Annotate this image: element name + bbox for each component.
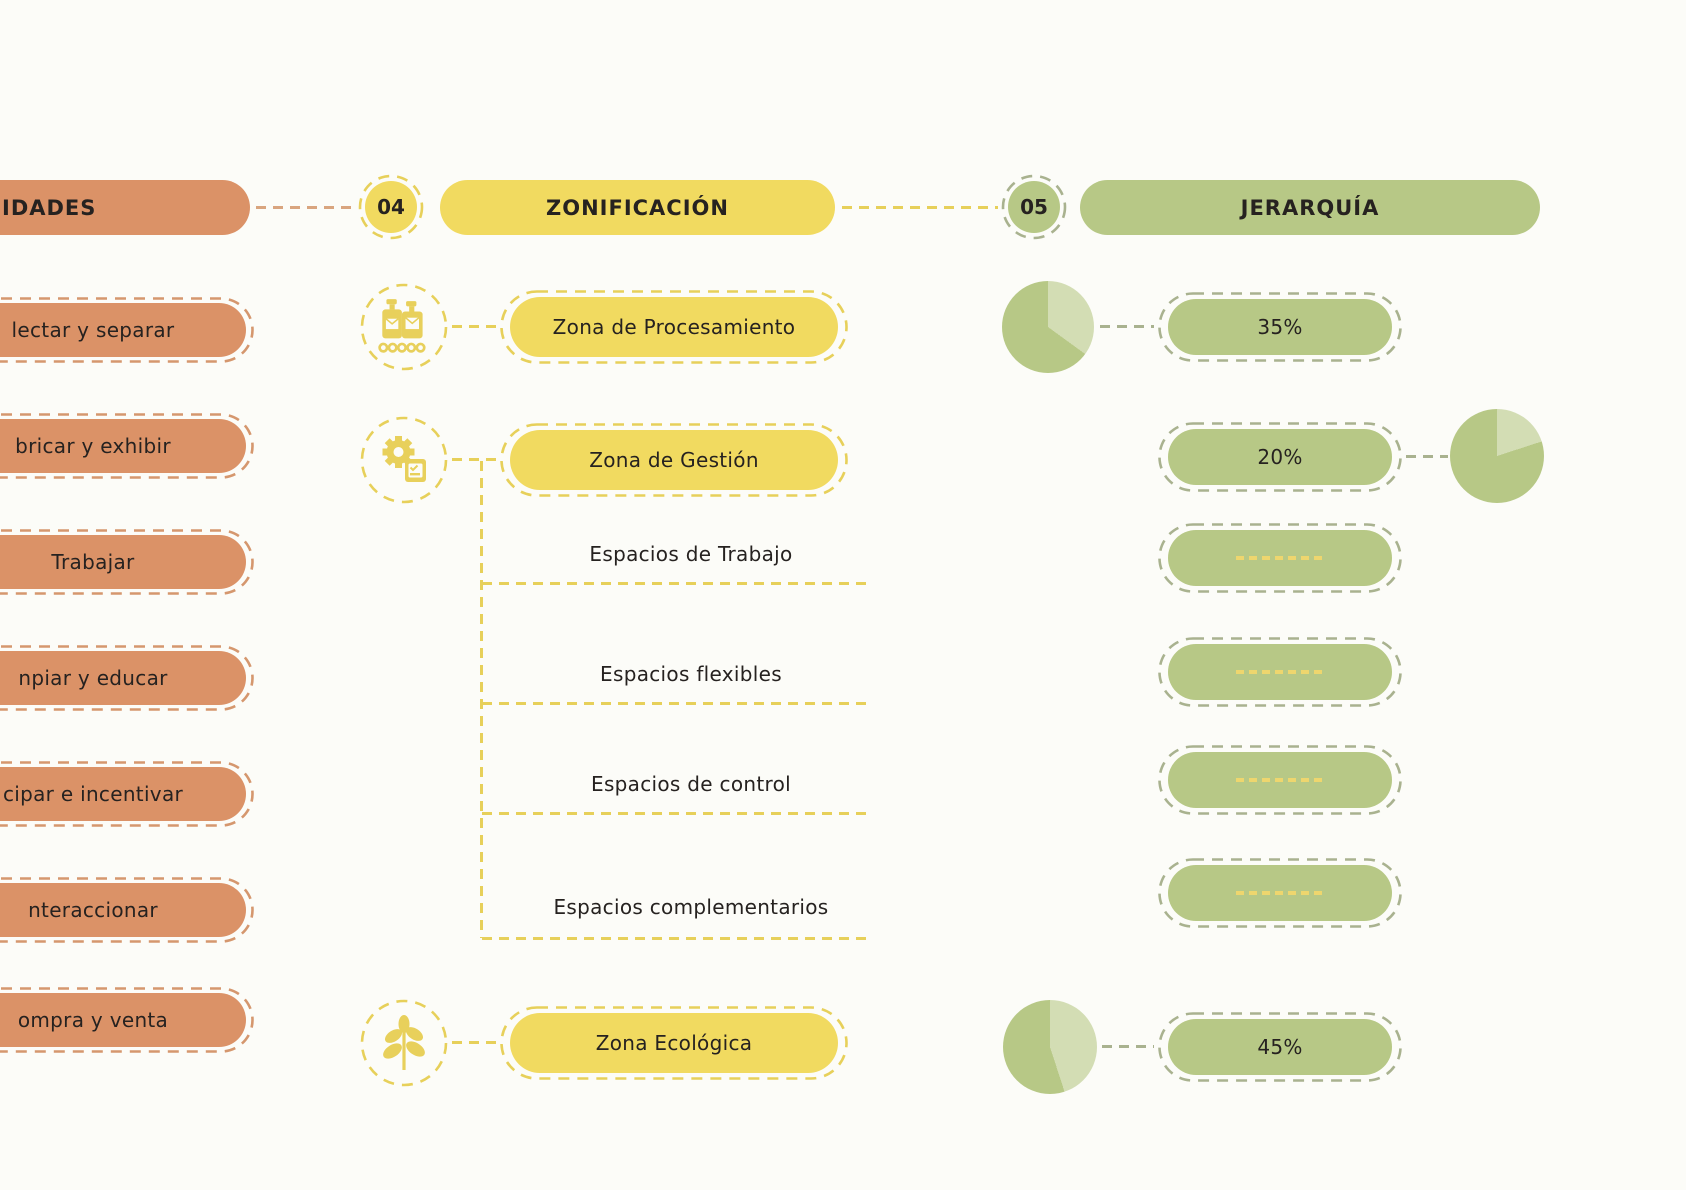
zone-label: Zona Ecológica	[595, 1031, 753, 1055]
sub-space-underline	[482, 582, 872, 585]
sub-space-underline	[482, 702, 872, 705]
zone-icon-ring	[360, 283, 448, 371]
zonificacion-header-pill: ZONIFICACIÓN	[440, 180, 835, 235]
left-item-outline	[0, 413, 254, 479]
sub-space-label: Espacios de control	[591, 772, 791, 796]
left-item-label: npiar y educar	[18, 666, 168, 690]
value-pill-outline	[1158, 858, 1402, 928]
left-header-pill: IDADES	[0, 180, 250, 235]
jerarquia-header-label: JERARQUÍA	[1240, 195, 1380, 220]
badge-05: 05	[1008, 181, 1060, 233]
zone-pill: Zona de Procesamiento	[510, 297, 838, 357]
branch-vertical-line	[480, 461, 483, 938]
value-label: 20%	[1257, 445, 1303, 469]
connector-pie-to-pill	[1102, 1045, 1154, 1048]
left-item-outline	[0, 529, 254, 595]
value-pill: 20%	[1168, 429, 1392, 485]
sub-space-label: Espacios complementarios	[553, 895, 829, 919]
gear-checklist-icon	[372, 428, 436, 492]
zone-pill-outline	[500, 423, 848, 497]
pie-chart-35	[1002, 281, 1094, 373]
value-label: 35%	[1257, 315, 1303, 339]
zone-icon-ring	[360, 999, 448, 1087]
left-item-label: ompra y venta	[17, 1008, 169, 1032]
sub-space-underline	[482, 812, 872, 815]
left-item-label: Trabajar	[51, 550, 135, 574]
zone-pill-outline	[500, 1006, 848, 1080]
value-pill: 45%	[1168, 1019, 1392, 1075]
value-pill-outline	[1158, 1012, 1402, 1082]
left-item-label: lectar y separar	[11, 318, 175, 342]
badge-04: 04	[365, 181, 417, 233]
connector-icon-to-zone	[452, 1041, 498, 1044]
pie-chart-20	[1450, 409, 1544, 503]
left-header-label: IDADES	[2, 195, 97, 220]
left-item-pill: cipar e incentivar	[0, 767, 246, 821]
connector-icon-to-zone	[452, 325, 498, 328]
badge-05-dashed-ring	[1001, 174, 1067, 240]
badge-04-dashed-ring	[358, 174, 424, 240]
value-pill: 35%	[1168, 299, 1392, 355]
left-item-outline	[0, 645, 254, 711]
left-item-outline	[0, 877, 254, 943]
value-pill-outline	[1158, 637, 1402, 707]
sub-space-underline	[482, 937, 872, 940]
value-pill-outline	[1158, 292, 1402, 362]
left-item-pill: npiar y educar	[0, 651, 246, 705]
left-item-outline	[0, 297, 254, 363]
left-item-pill: ompra y venta	[0, 993, 246, 1047]
connector-icon-to-zone	[452, 458, 498, 461]
left-item-label: bricar y exhibir	[15, 434, 171, 458]
left-item-pill: nteraccionar	[0, 883, 246, 937]
bottles-conveyor-icon	[372, 295, 436, 359]
pie-chart-45	[1003, 1000, 1097, 1094]
zonificacion-header-label: ZONIFICACIÓN	[546, 195, 729, 220]
zone-pill: Zona Ecológica	[510, 1013, 838, 1073]
badge-04-number: 04	[377, 195, 405, 219]
zone-label: Zona de Gestión	[589, 448, 759, 472]
placeholder-dashes	[1236, 556, 1324, 560]
plant-sprig-icon	[372, 1011, 436, 1075]
value-label: 45%	[1257, 1035, 1303, 1059]
placeholder-dashes	[1236, 891, 1324, 895]
left-item-pill: lectar y separar	[0, 303, 246, 357]
placeholder-dashes	[1236, 778, 1324, 782]
left-item-outline	[0, 761, 254, 827]
sub-space-label: Espacios flexibles	[600, 662, 782, 686]
value-pill-outline	[1158, 523, 1402, 593]
zone-pill-outline	[500, 290, 848, 364]
left-item-outline	[0, 987, 254, 1053]
placeholder-dashes	[1236, 670, 1324, 674]
left-item-pill: Trabajar	[0, 535, 246, 589]
jerarquia-header-pill: JERARQUÍA	[1080, 180, 1540, 235]
connector-left-header-to-badge	[256, 206, 352, 209]
left-item-label: nteraccionar	[28, 898, 158, 922]
connector-pill-to-pie	[1406, 455, 1448, 458]
badge-05-number: 05	[1020, 195, 1048, 219]
value-pill-outline	[1158, 422, 1402, 492]
sub-space-label: Espacios de Trabajo	[589, 542, 793, 566]
connector-pie-to-pill	[1100, 325, 1154, 328]
left-item-pill: bricar y exhibir	[0, 419, 246, 473]
zone-label: Zona de Procesamiento	[552, 315, 796, 339]
value-pill-outline	[1158, 745, 1402, 815]
connector-zonificacion-to-05	[842, 206, 998, 209]
left-item-label: cipar e incentivar	[2, 782, 184, 806]
zone-icon-ring	[360, 416, 448, 504]
zone-pill: Zona de Gestión	[510, 430, 838, 490]
